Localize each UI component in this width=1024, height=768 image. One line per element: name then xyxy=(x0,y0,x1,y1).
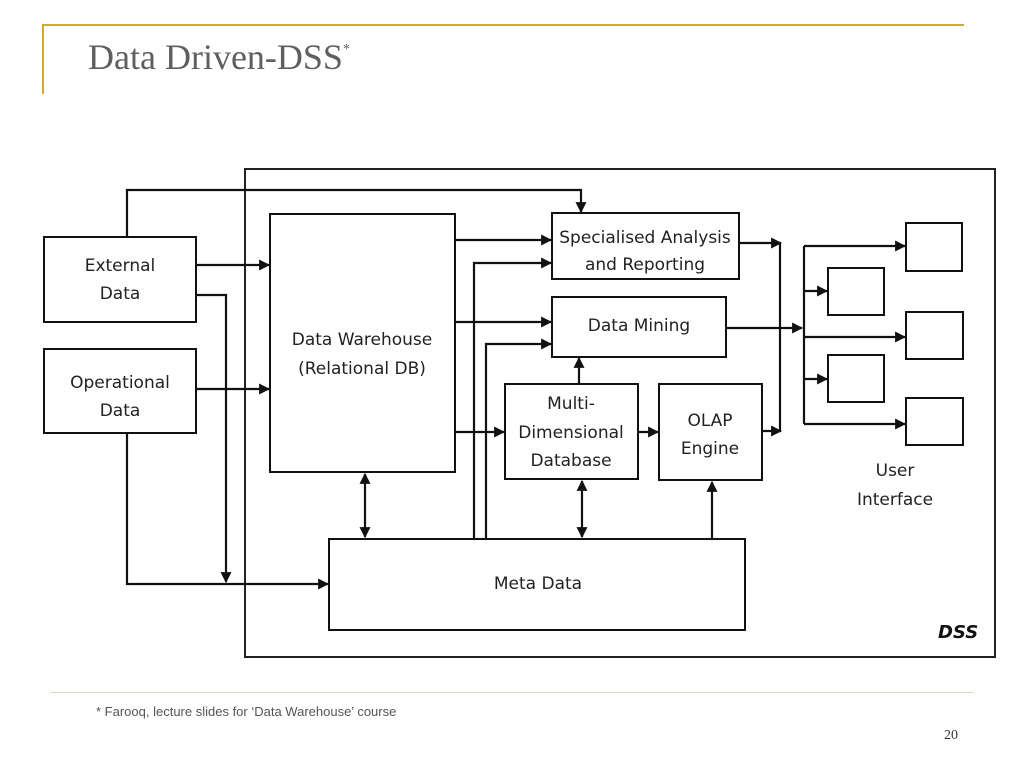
user-interface-label-line1: User xyxy=(876,461,915,481)
meta-data-node: Meta Data xyxy=(328,538,746,631)
olap-engine-node: OLAP Engine xyxy=(658,383,763,481)
ui-screen-5 xyxy=(905,397,964,446)
slide-title-text: Data Driven-DSS xyxy=(88,37,343,77)
mddb-label-line3: Database xyxy=(530,451,611,471)
title-frame-top-rule xyxy=(42,24,964,26)
user-interface-label-line2: Interface xyxy=(857,490,933,510)
olap-label-line2: Engine xyxy=(681,439,739,459)
specialised-analysis-label-line1: Specialised Analysis xyxy=(559,228,731,248)
data-warehouse-node: Data Warehouse (Relational DB) xyxy=(269,213,456,473)
title-frame-left-rule xyxy=(42,24,44,94)
external-data-label-line1: External xyxy=(85,256,156,276)
edge-external-to-specialised xyxy=(125,188,587,237)
operational-data-node: Operational Data xyxy=(43,348,197,434)
footnote-citation: * Farooq, lecture slides for ‘Data Wareh… xyxy=(96,704,397,719)
edge-metadata-to-datamining xyxy=(484,338,553,539)
mddb-label-line1: Multi- xyxy=(547,394,595,414)
operational-data-label-line2: Data xyxy=(100,401,141,421)
external-data-label-line2: Data xyxy=(100,284,141,304)
mddb-label-line2: Dimensional xyxy=(518,423,624,443)
dss-container xyxy=(244,168,996,658)
data-mining-node: Data Mining xyxy=(551,296,727,358)
edge-metadata-to-specialised xyxy=(472,257,553,539)
multidimensional-database-node: Multi- Dimensional Database xyxy=(504,383,639,480)
data-warehouse-label-line2: (Relational DB) xyxy=(298,359,426,379)
operational-data-label-line1: Operational xyxy=(70,373,170,393)
ui-screen-4 xyxy=(827,354,885,403)
ui-screen-3 xyxy=(905,311,964,360)
data-warehouse-label-line1: Data Warehouse xyxy=(292,330,432,350)
external-data-node: External Data xyxy=(43,236,197,323)
title-footnote-marker: * xyxy=(342,42,350,57)
page-number: 20 xyxy=(944,728,958,743)
dss-label: DSS xyxy=(938,622,978,643)
specialised-analysis-node: Specialised Analysis and Reporting xyxy=(551,212,740,280)
specialised-analysis-label-line2: and Reporting xyxy=(585,255,705,275)
data-mining-label: Data Mining xyxy=(588,316,690,336)
edge-external-to-metadata xyxy=(196,293,232,584)
edge-operational-to-metadata xyxy=(125,433,330,590)
meta-data-label: Meta Data xyxy=(494,574,582,594)
ui-screen-1 xyxy=(905,222,963,272)
footer-rule xyxy=(50,692,974,693)
ui-screen-2 xyxy=(827,267,885,316)
slide-title: Data Driven-DSS* xyxy=(88,36,350,78)
olap-label-line1: OLAP xyxy=(687,411,732,431)
